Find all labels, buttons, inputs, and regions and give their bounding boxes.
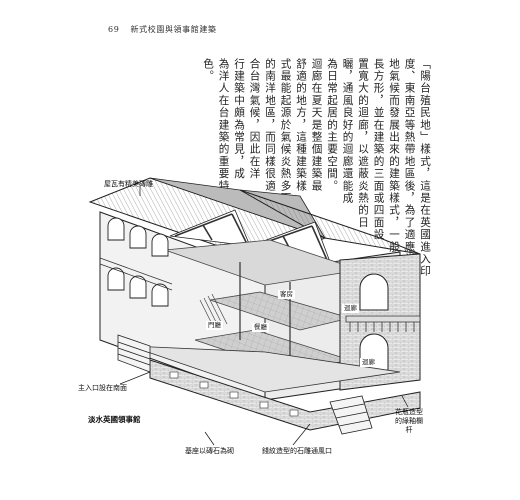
label-railing: 花瓶造型的綠釉欄杆 xyxy=(395,408,423,434)
text-line: 行建築中頗為常見，成 xyxy=(233,58,245,180)
text-line: 舒適的地方，這種建築樣 xyxy=(295,58,307,193)
text-line: 度、東南亞等熱帶地區後，為了適應當 xyxy=(403,58,416,266)
text-line: 迴廊在夏天是整個建築最 xyxy=(310,58,323,193)
right-stairs xyxy=(329,395,373,435)
label-entrance: 主入口設在南面 xyxy=(78,384,127,392)
front-stairs xyxy=(117,334,151,373)
leader-lines xyxy=(119,186,409,446)
label-base: 基座以磚石為砌 xyxy=(185,447,234,455)
book-title: 新式校園與領事館建築 xyxy=(130,25,217,34)
label-vent: 錢紋造型的石雕通風口 xyxy=(262,447,332,455)
label-door: 門廳 xyxy=(206,321,223,330)
page-number: 69 xyxy=(108,25,120,34)
label-room: 客房 xyxy=(278,290,295,299)
label-dining: 餐廳 xyxy=(252,323,269,332)
text-line: 色。 xyxy=(202,58,214,83)
label-roof: 屋瓦有精美磚雕 xyxy=(104,180,153,188)
text-line: 「陽台殖民地」樣式，這是在英國進入印 xyxy=(419,58,431,278)
text-line: 的南洋地區，而同樣很適 xyxy=(264,58,276,193)
body-text: 「陽台殖民地」樣式，這是在英國進入印 度、東南亞等熱帶地區後，為了適應當 地氣候… xyxy=(200,58,433,308)
text-line: 為洋人在台建築的重要特 xyxy=(217,58,230,193)
figure-caption: 淡水英國領事館 xyxy=(88,415,141,424)
text-line: 置寬大的迴廊，以遮蔽炎熱的日 xyxy=(357,58,369,229)
text-line: 合台灣氣候，因此在洋 xyxy=(248,58,261,180)
label-veranda-lower: 迴廊 xyxy=(360,358,377,367)
text-line: 長方形，並在建築的三面或四面設 xyxy=(372,58,385,241)
page-header: 69 新式校園與領事館建築 xyxy=(108,24,217,35)
left-arcades xyxy=(107,217,169,307)
text-line: 曬，通風良好的迴廊還能成 xyxy=(341,58,354,205)
right-wing xyxy=(339,253,421,391)
text-line: 式最能起源於氣候炎熱多雨 xyxy=(279,58,292,205)
text-line: 地氣候而發展出來的建築樣式，一般為 xyxy=(388,58,400,266)
text-line: 為日常起居的主要空間。 xyxy=(326,58,338,193)
label-veranda-upper: 迴廊 xyxy=(342,304,359,313)
